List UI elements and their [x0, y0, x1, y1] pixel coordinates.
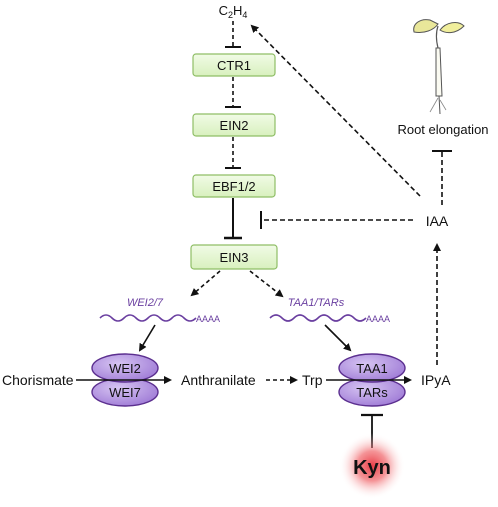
- column-inhibition-lines: [224, 21, 242, 240]
- ctr1-label: CTR1: [217, 58, 251, 73]
- tars-label: TARs: [356, 385, 388, 400]
- ctr1-box: CTR1: [192, 53, 276, 77]
- taa-transcript: TAA1/TARs AAAA: [269, 297, 390, 324]
- ein2-label: EIN2: [220, 118, 249, 133]
- ethylene-label: C2H4: [219, 3, 248, 20]
- wei-transcript: WEI2/7 AAAA: [99, 297, 220, 324]
- iaa-to-ethylene-arrow: [250, 24, 421, 197]
- wei-translation-arrow: [138, 324, 156, 352]
- root-elongation-label: Root elongation: [397, 122, 488, 137]
- ebf-label: EBF1/2: [212, 179, 255, 194]
- ein3-to-taa-arrow: [249, 270, 284, 298]
- iaa-label: IAA: [426, 213, 449, 229]
- wei-gene-label: WEI2/7: [127, 297, 164, 309]
- seedling-icon: [413, 19, 465, 115]
- ein2-box: EIN2: [192, 113, 276, 137]
- wei2-label: WEI2: [109, 361, 141, 376]
- wei-enzyme-complex: WEI2 WEI7: [91, 353, 159, 407]
- taa-tail-label: AAAA: [366, 314, 390, 324]
- chorismate-label: Chorismate: [2, 372, 74, 388]
- taa-gene-label: TAA1/TARs: [288, 297, 345, 309]
- anthranilate-label: Anthranilate: [181, 372, 256, 388]
- ein3-to-wei-arrow: [190, 270, 221, 297]
- kyn-label: Kyn: [353, 457, 391, 479]
- ebf-box: EBF1/2: [192, 174, 276, 198]
- ein3-box: EIN3: [190, 244, 278, 270]
- wei-tail-label: AAAA: [196, 314, 220, 324]
- wei7-label: WEI7: [109, 385, 141, 400]
- iaa-inhibits-root: [432, 150, 452, 205]
- ein3-label: EIN3: [220, 250, 249, 265]
- trp-label: Trp: [302, 372, 323, 388]
- taa1-label: TAA1: [356, 361, 388, 376]
- taa-translation-arrow: [324, 324, 352, 352]
- taa-enzyme-complex: TAA1 TARs: [338, 353, 406, 407]
- ipya-label: IPyA: [421, 372, 451, 388]
- kyn-node: Kyn: [339, 433, 405, 499]
- iaa-inhibits-ebf: [260, 211, 413, 229]
